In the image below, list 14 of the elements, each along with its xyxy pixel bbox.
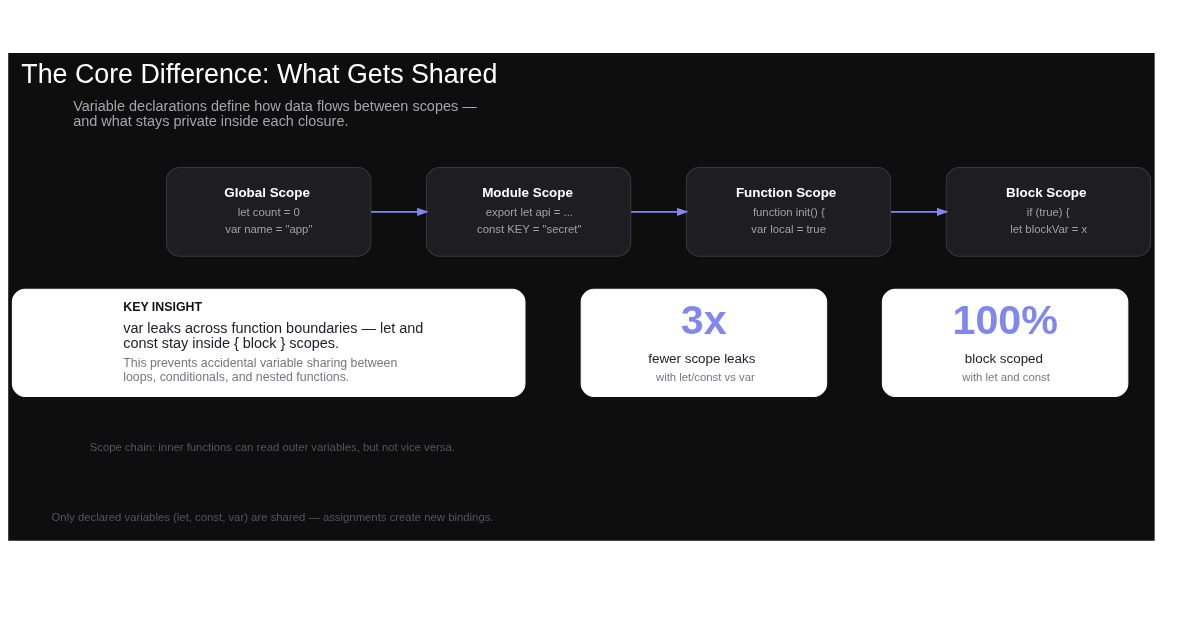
label: Scope chain: inner functions can read outer variables, but not vice versa. <box>89 440 455 453</box>
node-box: 100% block scoped with let and const <box>881 288 1129 397</box>
arrow <box>370 207 429 216</box>
node-box: Module Scope export let api = ... const KEY = "secret" <box>425 166 632 257</box>
label: Variable declarations define how data flows between scopes — and what stays private inside each closure. <box>73 97 477 129</box>
arrow <box>890 207 949 216</box>
node-box: KEY INSIGHT var leaks across function boundaries — let and const stay inside { block } scopes. This prevents accidental variable sharing between loops, conditionals, and nested functions. <box>11 288 526 397</box>
node-box: Global Scope let count = 0 var name = "app" <box>166 166 372 257</box>
node-box: Block Scope if (true) { let blockVar = x <box>945 166 1152 257</box>
node-box: 3x fewer scope leaks with let/const vs var <box>580 288 828 397</box>
node-box: Function Scope function init() { var local = true <box>685 166 892 257</box>
label: Only declared variables (let, const, var) are shared — assignments create new bindings. <box>51 510 494 523</box>
diagram-title: The Core Difference: What Gets Shared <box>21 58 498 89</box>
arrow <box>630 207 689 216</box>
